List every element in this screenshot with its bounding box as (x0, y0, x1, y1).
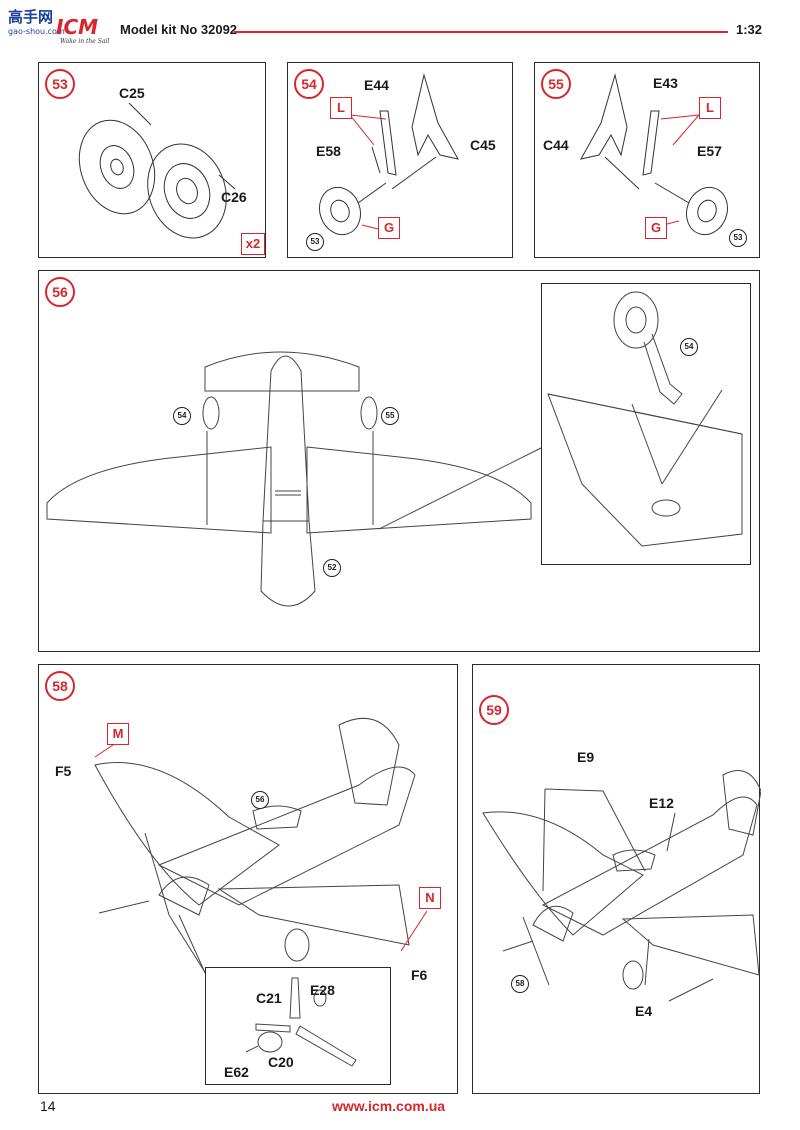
footer-url[interactable]: www.icm.com.ua (332, 1098, 446, 1114)
step-56-panel: 56 54 55 52 54 (38, 270, 760, 652)
ref-step-58: 58 (511, 975, 529, 993)
paint-l: L (330, 97, 352, 119)
paint-g: G (645, 217, 667, 239)
part-e28: E28 (310, 982, 335, 998)
multiplier-badge: x2 (241, 233, 265, 255)
step-55-panel: 55 E43 C44 E57 L G 53 (534, 62, 760, 258)
gear-leg-drawing (318, 73, 459, 236)
part-c45: C45 (470, 137, 496, 153)
propeller-inset: C21 E28 C20 E62 (205, 967, 391, 1085)
part-c21: C21 (256, 990, 282, 1006)
ref-step-55: 55 (381, 407, 399, 425)
aircraft-underside-drawing (46, 351, 544, 607)
ref-step-53: 53 (306, 233, 324, 251)
step-53-panel: 53 C25 C26 x2 (38, 62, 266, 258)
part-f5: F5 (55, 763, 72, 779)
gear-leg-drawing (580, 73, 729, 236)
step-59-number: 59 (479, 695, 509, 725)
part-e12: E12 (649, 795, 674, 811)
page-number: 14 (40, 1098, 56, 1114)
ref-step-54: 54 (680, 338, 698, 356)
step-53-number: 53 (45, 69, 75, 99)
step-59-panel: 59 E9 E12 E4 58 (472, 664, 761, 1094)
brand-icm: ICM (56, 15, 98, 39)
paint-l: L (699, 97, 721, 119)
step-58-number: 58 (45, 671, 75, 701)
part-e44: E44 (364, 77, 389, 93)
aircraft-assembly-drawing (482, 770, 761, 1002)
part-e9: E9 (577, 749, 595, 765)
step-58-panel: 58 M N F5 F6 56 C21 E28 C20 E62 (38, 664, 458, 1094)
scale-label: 1:32 (736, 22, 763, 37)
propeller-drawing (245, 977, 357, 1067)
part-e58: E58 (316, 143, 341, 159)
part-c26: C26 (221, 189, 247, 205)
step-56-number: 56 (45, 277, 75, 307)
brand-url: gao-shou.com (8, 27, 65, 36)
paint-g: G (378, 217, 400, 239)
brand-logo: 高手网 gao-shou.com ICM Wake in the Sail (6, 6, 118, 46)
paint-n: N (419, 887, 441, 909)
step-54-number: 54 (294, 69, 324, 99)
part-e43: E43 (653, 75, 678, 91)
part-f6: F6 (411, 967, 428, 983)
step-54-panel: 54 E44 E58 C45 L G 53 (287, 62, 513, 258)
ref-step-53: 53 (729, 229, 747, 247)
step-55-number: 55 (541, 69, 571, 99)
detail-inset: 54 (541, 283, 751, 565)
paint-m: M (107, 723, 129, 745)
wheel-drawing (78, 102, 236, 239)
part-c25: C25 (119, 85, 145, 101)
page-title: Model kit No 32092 (120, 22, 238, 37)
part-e57: E57 (697, 143, 722, 159)
ref-step-54: 54 (173, 407, 191, 425)
part-e62: E62 (224, 1064, 249, 1080)
brand-tagline: Wake in the Sail (60, 38, 109, 45)
part-e4: E4 (635, 1003, 653, 1019)
part-c20: C20 (268, 1054, 294, 1070)
brand-top: 高手网 (8, 8, 53, 26)
header-rule (234, 31, 728, 33)
ref-step-56: 56 (251, 791, 269, 809)
ref-step-52: 52 (323, 559, 341, 577)
gear-detail-drawing (547, 291, 743, 547)
part-c44: C44 (543, 137, 569, 153)
